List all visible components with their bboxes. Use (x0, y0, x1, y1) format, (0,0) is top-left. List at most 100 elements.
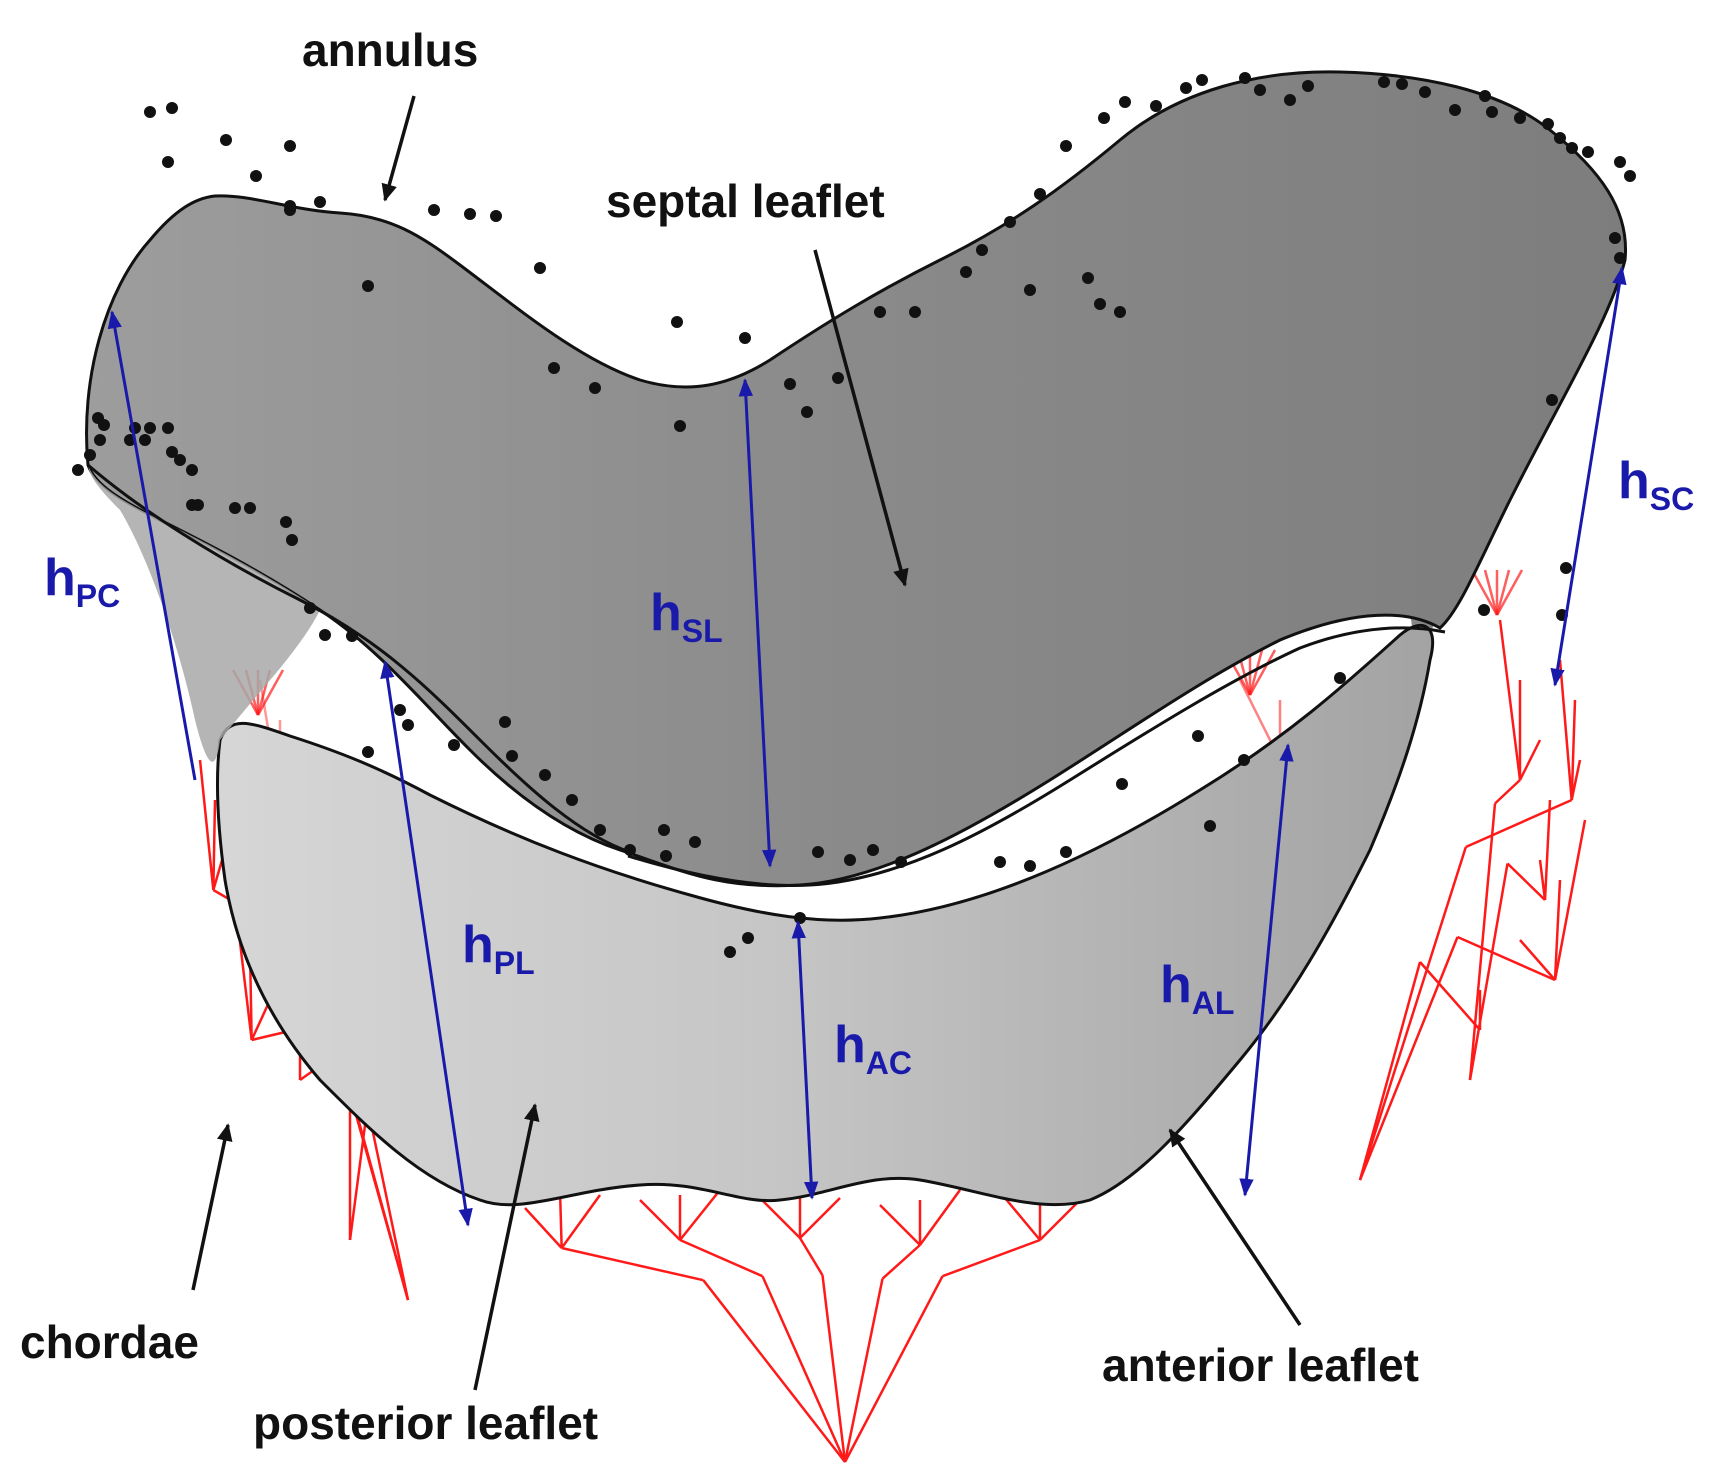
chorda-segment (1570, 699, 1577, 801)
annulus-sample-point (284, 140, 296, 152)
chorda-segment (1039, 1199, 1081, 1241)
annulus-sample-point (1196, 74, 1208, 86)
h-sc-label: hSC (1618, 452, 1694, 517)
chorda-segment (761, 1275, 847, 1463)
annulus-sample-point (589, 382, 601, 394)
chorda-segment (198, 759, 215, 891)
annulus-sample-point (139, 434, 151, 446)
annulus-sample-point (724, 946, 736, 958)
h-pl-label: hPL (462, 916, 535, 981)
annulus-sample-point (1254, 84, 1266, 96)
annulus-sample-point (394, 704, 406, 716)
septal-leaflet-label: septal leaflet (606, 175, 885, 227)
annulus-sample-point (1560, 562, 1572, 574)
annulus-sample-point (1624, 170, 1636, 182)
annulus-sample-point (1150, 100, 1162, 112)
annulus-label: annulus (302, 24, 478, 76)
chorda-segment (1468, 803, 1497, 1081)
annulus-sample-point (1546, 394, 1558, 406)
chorda-segment (821, 1275, 847, 1463)
annulus-sample-point (895, 856, 907, 868)
annulus-sample-point (490, 210, 502, 222)
chorda-segment (250, 999, 272, 1041)
annulus-sample-point (784, 378, 796, 390)
annulus-sample-point (1419, 86, 1431, 98)
annulus-sample-point (304, 602, 316, 614)
annulus-sample-point (812, 846, 824, 858)
annulus-sample-point (548, 362, 560, 374)
annulus-pointer (381, 95, 416, 202)
annulus-sample-point (162, 156, 174, 168)
chorda-segment (1558, 659, 1573, 801)
annulus-sample-point (229, 502, 241, 514)
annulus-sample-point (186, 464, 198, 476)
chorda-segment (1570, 759, 1582, 801)
annulus-sample-point (346, 630, 358, 642)
annulus-sample-point (1024, 860, 1036, 872)
chorda-segment (1494, 779, 1521, 805)
chorda-segment (558, 1189, 563, 1249)
chorda-segment (1358, 846, 1468, 1181)
chorda-segment (918, 1189, 962, 1246)
annulus-sample-point (801, 406, 813, 418)
chorda-segment (1465, 798, 1573, 849)
annulus-sample-point (402, 719, 414, 731)
annulus-sample-points (72, 72, 1636, 958)
annulus-sample-point (689, 836, 701, 848)
h-ac-arrow (791, 920, 819, 1200)
chorda-segment (560, 1194, 602, 1249)
anterior-pointer (1168, 1128, 1302, 1326)
annulus-sample-point (1396, 78, 1408, 90)
septal-pointer (813, 249, 909, 587)
chorda-segment (1519, 939, 1556, 981)
chorda-segment (799, 1197, 841, 1239)
annulus-sample-point (1566, 142, 1578, 154)
annulus-sample-point (844, 854, 856, 866)
posterior-pointer (473, 1103, 540, 1391)
annulus-sample-point (280, 516, 292, 528)
annulus-sample-point (1478, 604, 1490, 616)
annulus-sample-point (1449, 104, 1461, 116)
h-al-label: hAL (1160, 956, 1234, 1021)
annulus-sample-point (1024, 284, 1036, 296)
annulus-sample-point (464, 208, 476, 220)
chorda-segment (1483, 569, 1499, 616)
chorda-segment (561, 1246, 704, 1282)
chorda-segment (1543, 799, 1552, 901)
posterior-leaflet-label: posterior leaflet (253, 1397, 598, 1449)
annulus-sample-point (284, 200, 296, 212)
annulus-sample-point (832, 372, 844, 384)
annulus-sample-point (1119, 96, 1131, 108)
annulus-sample-point (448, 739, 460, 751)
annulus-sample-point (1094, 298, 1106, 310)
chordae-label: chordae (20, 1316, 199, 1368)
septal-free-edge (627, 626, 1446, 887)
annulus-sample-point (1614, 252, 1626, 264)
annulus-sample-point (1609, 232, 1621, 244)
annulus-sample-point (499, 716, 511, 728)
annulus-sample-point (742, 932, 754, 944)
chorda-segment (1419, 961, 1481, 1031)
chorda-segment (639, 1199, 681, 1241)
annulus-sample-point (1284, 94, 1296, 106)
annulus-sample-point (960, 266, 972, 278)
annulus-sample-point (867, 844, 879, 856)
annulus-sample-point (1180, 82, 1192, 94)
annulus-sample-point (594, 824, 606, 836)
h-al-arrow (1239, 743, 1294, 1197)
annulus-sample-point (162, 422, 174, 434)
chorda-segment (798, 1237, 824, 1276)
chorda-segment (843, 1278, 884, 1463)
annulus-sample-point (539, 769, 551, 781)
chorda-segment (1538, 859, 1547, 901)
h-sl-label: hSL (650, 584, 723, 649)
annulus-sample-point (506, 750, 518, 762)
annulus-sample-point (94, 434, 106, 446)
annulus-sample-point (1554, 132, 1566, 144)
h-pc-arrow (107, 310, 197, 781)
annulus-sample-point (362, 280, 374, 292)
annulus-sample-point (1082, 272, 1094, 284)
annulus-sample-point (84, 449, 96, 461)
chordae-pointer (191, 1123, 233, 1291)
annulus-sample-point (92, 412, 104, 424)
